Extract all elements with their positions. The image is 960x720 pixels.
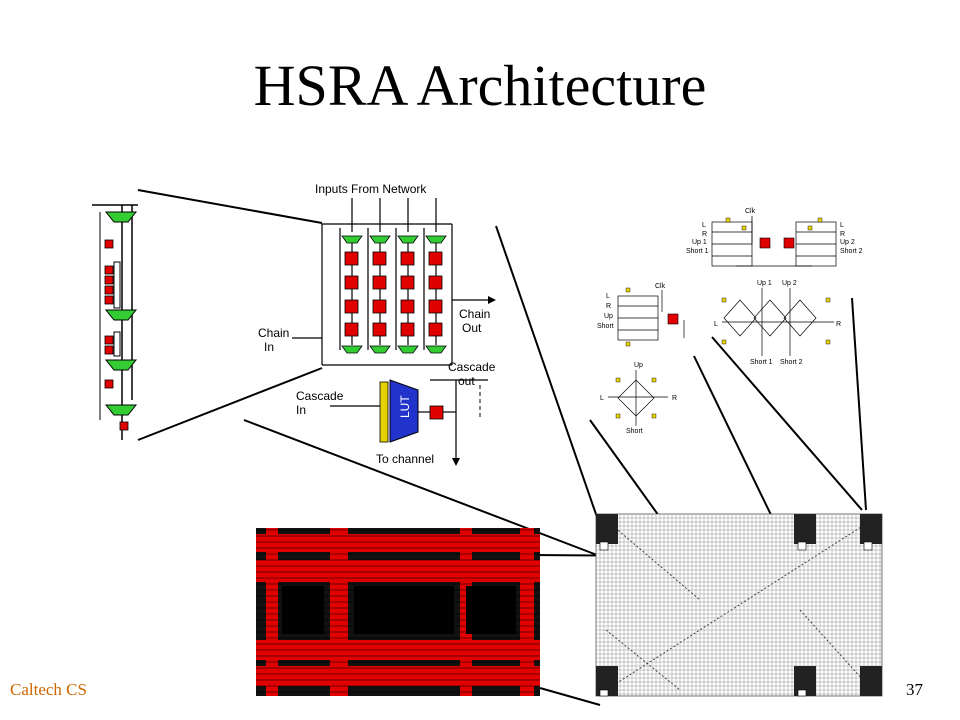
chain-in-label-2: In	[264, 340, 274, 354]
svg-text:L: L	[714, 321, 718, 328]
chain-in-label-1: Chain	[258, 326, 289, 340]
svg-text:L: L	[606, 293, 610, 300]
svg-text:Short: Short	[626, 428, 643, 435]
chip-layout	[256, 528, 540, 696]
slide-number: 37	[906, 680, 923, 699]
svg-text:Short 2: Short 2	[840, 248, 863, 255]
svg-text:Clk: Clk	[745, 208, 756, 215]
svg-text:Short 1: Short 1	[750, 359, 773, 366]
inputs-from-network-label: Inputs From Network	[315, 182, 427, 196]
svg-text:R: R	[606, 303, 611, 310]
svg-text:Up: Up	[604, 313, 613, 320]
svg-text:Up 1: Up 1	[692, 239, 707, 246]
svg-text:L: L	[702, 222, 706, 229]
svg-text:R: R	[702, 231, 707, 238]
svg-text:Up 2: Up 2	[840, 239, 855, 246]
footer-course: Caltech CS	[10, 680, 87, 699]
zoom-lines	[137, 189, 867, 706]
lut-label: LUT	[398, 395, 412, 418]
to-channel-label: To channel	[376, 452, 434, 466]
svg-text:Clk: Clk	[655, 283, 666, 290]
svg-text:Short: Short	[597, 323, 614, 330]
svg-text:R: R	[672, 395, 677, 402]
svg-text:L: L	[840, 222, 844, 229]
svg-text:Up 1: Up 1	[757, 280, 772, 287]
svg-text:Short 1: Short 1	[686, 248, 709, 255]
svg-text:R: R	[836, 321, 841, 328]
cascade-in-label-2: In	[296, 403, 306, 417]
slide-title: HSRA Architecture	[253, 53, 707, 118]
svg-text:Up 2: Up 2	[782, 280, 797, 287]
lut-block: LUT	[379, 379, 419, 443]
switch-grid	[595, 513, 883, 697]
cascade-in-label-1: Cascade	[296, 389, 344, 403]
cascade-out-label-1: Cascade	[448, 360, 496, 374]
logic-column	[92, 204, 138, 440]
svg-text:L: L	[600, 395, 604, 402]
svg-text:Short 2: Short 2	[780, 359, 803, 366]
chain-out-label-2: Out	[462, 321, 482, 335]
svg-text:R: R	[840, 231, 845, 238]
chain-out-label-1: Chain	[459, 307, 490, 321]
cascade-out-label-2: out	[458, 374, 475, 388]
svg-text:Up: Up	[634, 362, 643, 369]
logic-block: Inputs From Network	[258, 182, 496, 466]
